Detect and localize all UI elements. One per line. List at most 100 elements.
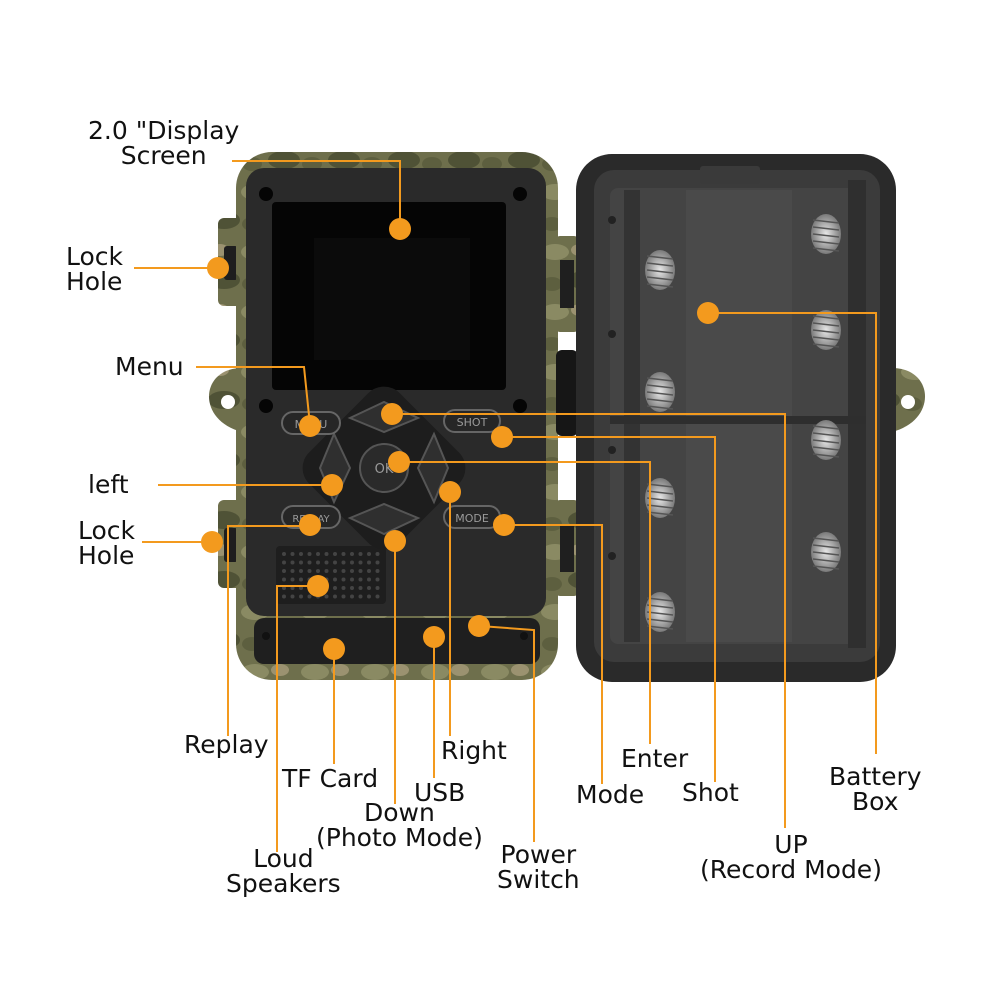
spring-coil [646,398,674,403]
grille-hole [375,586,380,590]
grille-hole [282,560,286,565]
callout-line-loud-speakers [276,585,318,852]
grille-hole [333,577,337,582]
grille-hole [333,594,337,599]
callout-line-battery-box [708,312,877,754]
label-display-screen: 2.0 "Display Screen [88,116,240,170]
spring-coil [646,611,674,616]
label-right: Right [441,736,507,765]
spring-coil [812,343,840,348]
grille-hole [341,586,346,590]
grille-hole [367,577,371,582]
grille-hole [350,560,354,565]
callout-lines [134,160,877,852]
label-mode: Mode [576,780,645,809]
spring-coil [646,497,674,502]
spring-coil [812,329,840,334]
spring-coil [812,432,840,437]
callout-dot-up [381,403,403,425]
grille-hole [341,594,346,599]
grille-hole [367,586,371,590]
spring-coil [646,604,674,609]
spring-coil [812,453,840,458]
callout-dot-lock-hole-bottom [201,531,223,553]
callout-dot-power-switch [468,615,490,637]
callout-dot-menu [299,415,321,437]
label-enter: Enter [621,744,689,773]
grille-hole [299,577,303,582]
spring-coil [812,544,840,549]
battery-compartment [576,154,896,682]
hinge [556,236,578,596]
spring-coil [646,283,674,288]
grille-hole [358,552,363,556]
grille-hole [282,577,286,582]
callout-line-shot [502,436,716,782]
grille-hole [316,569,320,573]
shot-button[interactable] [443,409,501,433]
label-up: UP (Record Mode) [700,830,882,884]
grille-hole [358,586,363,590]
label-battery-box: Battery Box [829,762,922,816]
spring-coil [812,226,840,231]
callout-dot-right [439,481,461,503]
callout-line-display-screen [232,160,401,228]
label-usb: USB [414,778,466,807]
callout-dot-replay [299,514,321,536]
grille-hole [307,594,312,599]
grille-hole [350,586,354,590]
callout-line-up [392,413,786,828]
spring-coil [812,219,840,224]
label-replay: Replay [184,730,269,759]
grille-hole [307,569,312,573]
spring-coil [812,322,840,327]
spring-coil [812,315,840,320]
spring-coil [646,405,674,410]
grille-hole [290,560,295,565]
spring-coil [646,269,674,274]
grille-hole [358,594,363,599]
label-power-switch: Power Switch [497,840,580,894]
grille-hole [350,577,354,582]
spring-coil [646,276,674,281]
grille-hole [307,560,312,565]
spring-coil [646,618,674,623]
grille-hole [333,560,337,565]
label-menu: Menu [115,352,184,381]
label-shot: Shot [682,778,739,807]
label-lock-hole-top: Lock Hole [66,242,124,296]
grille-hole [375,569,380,573]
grille-hole [341,560,346,565]
grille-hole [299,569,303,573]
mode-button-text: MODE [455,512,489,525]
callout-line-mode [504,524,603,784]
grille-hole [290,577,295,582]
grille-hole [350,569,354,573]
callout-dot-tf-card [323,638,345,660]
callout-line-power-switch [479,625,535,842]
grille-hole [290,552,295,556]
callout-dot-left [321,474,343,496]
callout-dot-enter [388,451,410,473]
grille-hole [299,560,303,565]
grille-hole [341,577,346,582]
grille-hole [324,560,329,565]
grille-hole [282,594,286,599]
label-loud-speakers: Loud Speakers [226,844,341,898]
grille-hole [375,552,380,556]
spring-coil [646,490,674,495]
spring-coil [646,597,674,602]
spring-coil [812,537,840,542]
grille-hole [324,594,329,599]
down-button[interactable] [347,502,421,536]
spring-coil [812,439,840,444]
callout-dot-loud-speakers [307,575,329,597]
callout-line-enter [399,461,651,744]
right-button[interactable] [416,431,450,505]
spring-coil [812,425,840,430]
grille-hole [324,552,329,556]
spring-coil [812,446,840,451]
grille-hole [333,569,337,573]
